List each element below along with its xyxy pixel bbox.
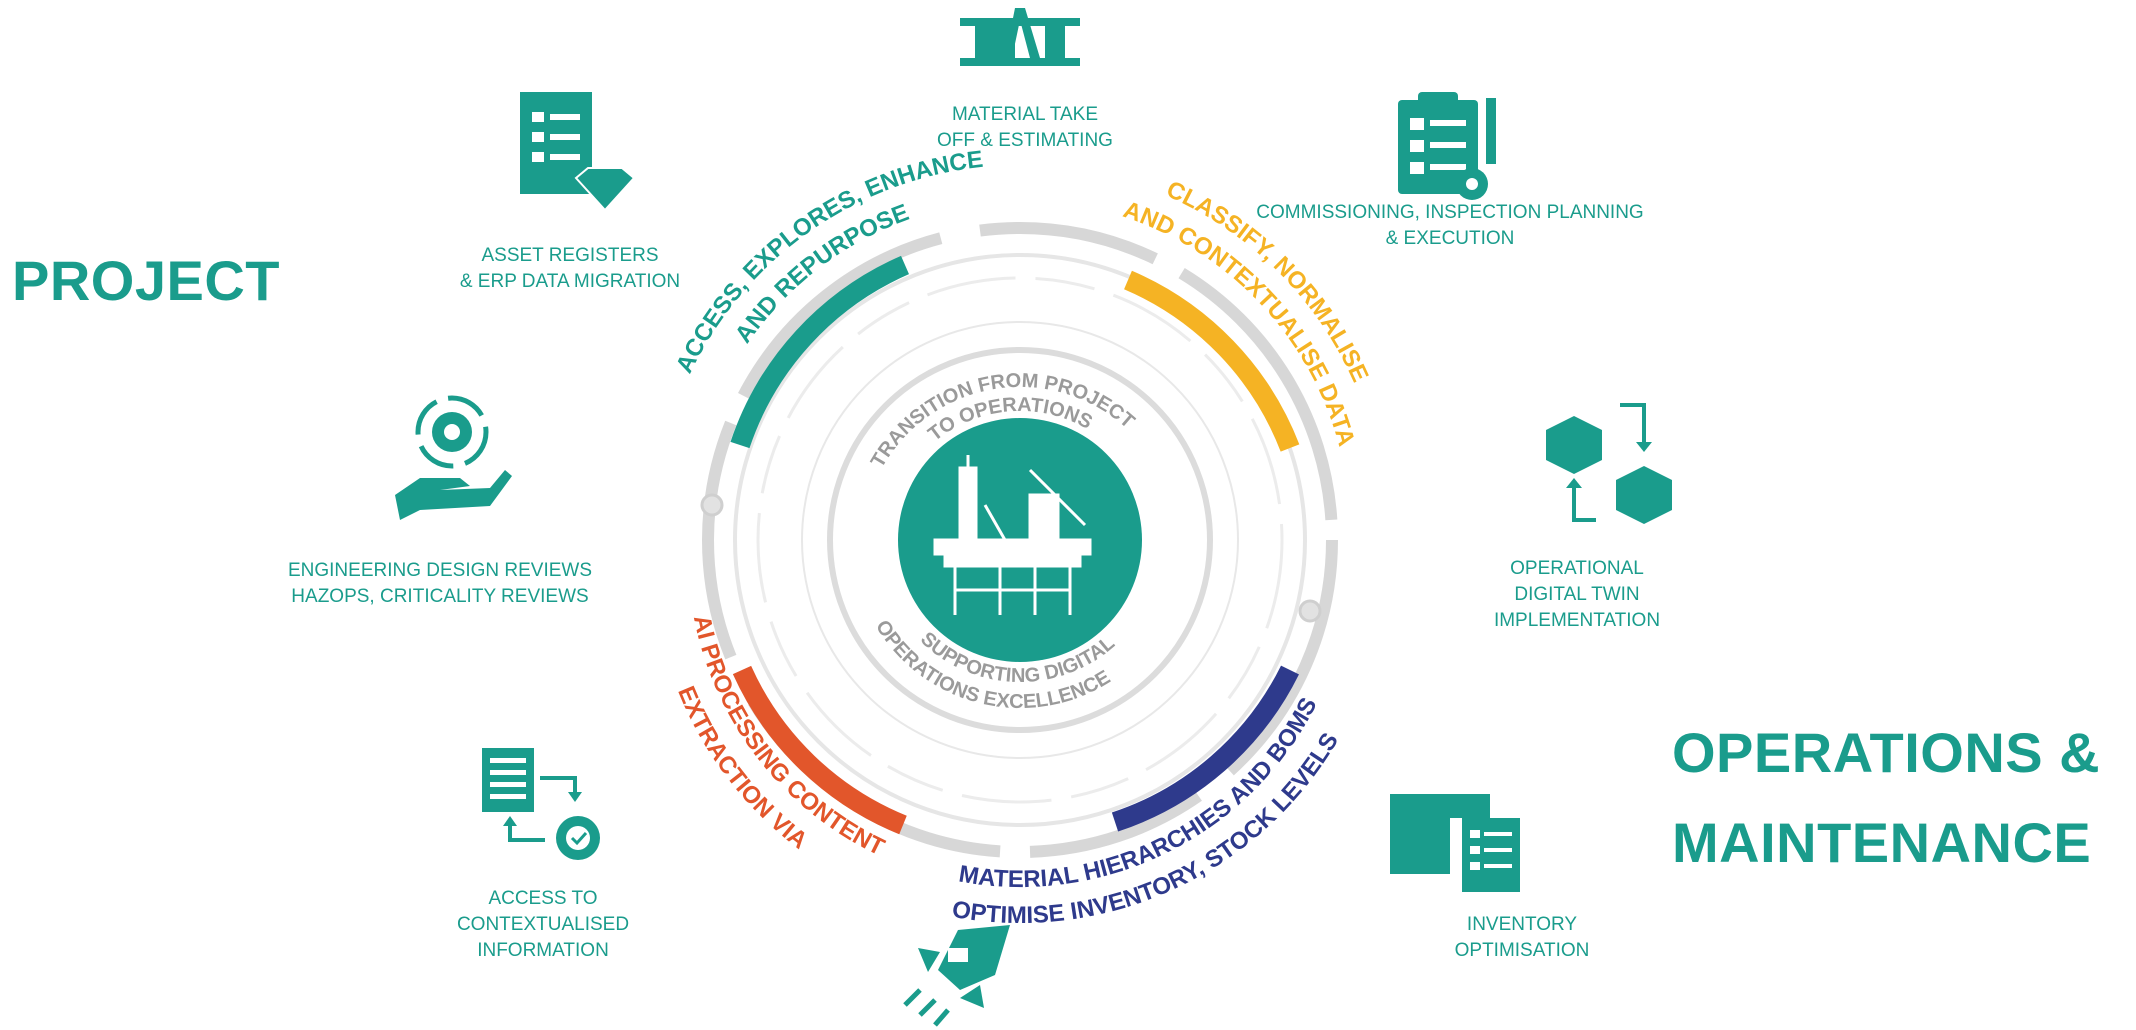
segment-classify [1124,270,1300,452]
ring-knob-right [1298,599,1322,623]
caption-line: ACCESS TO [488,888,598,909]
caption-line: MATERIAL TAKE [951,104,1099,125]
hand-gear-icon [395,395,512,520]
project-heading: PROJECT [12,249,280,312]
operations-heading-line2: MAINTENANCE [1672,811,2092,874]
inventory-boxes-icon [1390,794,1520,892]
thin-ring [733,253,1307,827]
operations-maintenance-heading: OPERATIONS & MAINTENANCE [1672,708,2100,888]
caption-line: IMPLEMENTATION [1493,610,1661,631]
caption-line: COMMISSIONING, INSPECTION PLANNING [1256,202,1644,223]
engineering-reviews-caption: ENGINEERING DESIGN REVIEWS HAZOPS, CRITI… [288,558,592,610]
caption-line: & EXECUTION [1385,228,1515,249]
background-rings [702,222,1338,858]
caption-line: INVENTORY [1466,914,1578,935]
segment-material [1111,665,1299,832]
clipboard-gear-icon [1398,92,1496,200]
caption-line: INFORMATION [477,940,609,961]
commissioning-caption: COMMISSIONING, INSPECTION PLANNING & EXE… [1256,200,1643,252]
segment-access [730,255,909,449]
offshore-platform-icon [933,455,1092,615]
caption-line: & ERP DATA MIGRATION [459,271,681,292]
outer-grey-ring [702,222,1338,858]
caption-line: OPTIMISATION [1454,940,1590,961]
caption-line: OPERATIONAL [1510,558,1644,579]
contextualised-info-caption: ACCESS TO CONTEXTUALISED INFORMATION [457,886,629,964]
segment-ai [732,665,907,835]
rocket-icon [903,925,1010,1027]
dashed-ring [756,276,1284,804]
caption-line: ASSET REGISTERS [481,245,659,266]
inventory-caption: INVENTORY OPTIMISATION [1455,912,1590,964]
material-takeoff-caption: MATERIAL TAKE OFF & ESTIMATING [937,102,1113,154]
digital-twin-caption: OPERATIONAL DIGITAL TWIN IMPLEMENTATION [1494,556,1660,634]
caption-line: OFF & ESTIMATING [937,130,1113,151]
caption-line: CONTEXTUALISED [456,914,630,935]
caption-line: ENGINEERING DESIGN REVIEWS [287,560,593,581]
caption-line: DIGITAL TWIN [1514,584,1640,605]
asset-registers-caption: ASSET REGISTERS & ERP DATA MIGRATION [460,243,680,295]
operations-heading-line1: OPERATIONS & [1672,721,2101,784]
beam-icon [960,8,1080,66]
document-diamond-icon [520,92,636,212]
ring-knob-left [700,493,724,517]
inner-grey-ring [827,347,1213,733]
cubes-exchange-icon [1546,403,1672,524]
document-gear-icon [482,748,600,860]
inner-thin-ring [801,321,1239,759]
caption-line: HAZOPS, CRITICALITY REVIEWS [291,586,589,607]
